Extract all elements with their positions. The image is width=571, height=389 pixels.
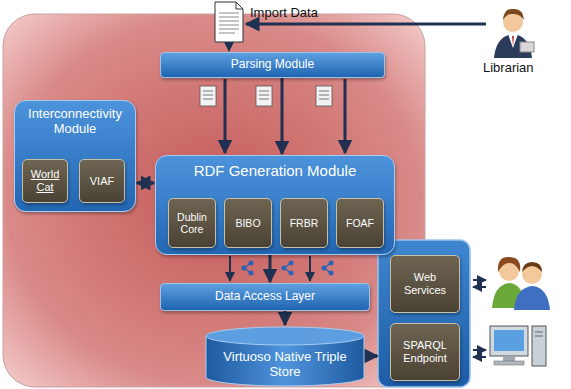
flow-arrow	[137, 182, 154, 185]
module-bar: Data Access Layer	[160, 283, 370, 311]
node-label: World Cat	[23, 168, 67, 193]
node-label: Virtuoso Native Triple Store	[205, 350, 365, 380]
computer-icon	[490, 326, 546, 366]
import-label: Import Data	[250, 5, 318, 20]
node-label: Parsing Module	[228, 58, 317, 72]
document-icon	[215, 2, 243, 42]
flow-arrow	[269, 255, 272, 282]
module-title: Interconnectivity Module	[15, 107, 135, 137]
node-label: FRBR	[287, 217, 322, 229]
interface-box: SPARQL Endpoint	[390, 323, 460, 381]
node-label: Data Access Layer	[212, 290, 318, 304]
node-label: FOAF	[343, 217, 377, 229]
store-to-panel-arrow	[366, 354, 377, 358]
librarian-icon	[494, 9, 534, 58]
node-label: SPARQL Endpoint	[391, 339, 459, 364]
flow-arrow	[281, 78, 284, 154]
flow-arrow	[284, 311, 287, 325]
node-label: Dublin Core	[169, 211, 215, 235]
vocabulary-box: BIBO	[224, 198, 272, 248]
service-box: VIAF	[79, 159, 125, 203]
vocabulary-box: FRBR	[280, 198, 328, 248]
binary-doc-icons	[200, 86, 332, 106]
access-side-arrows	[230, 256, 310, 281]
interface-box: Web Services	[390, 255, 460, 313]
actor-label: Librarian	[483, 60, 534, 75]
client-arrows	[473, 280, 486, 357]
parse-side-arrows	[225, 79, 345, 153]
access-panel	[378, 240, 470, 387]
database-cylinder: Virtuoso Native Triple Store	[205, 326, 365, 387]
parse-arrow	[228, 43, 230, 51]
module-bar: Parsing Module	[160, 52, 385, 78]
vocabulary-box: Dublin Core	[168, 198, 216, 248]
system-region	[3, 14, 425, 387]
vocabulary-box: FOAF	[336, 198, 384, 248]
node-label: Web Services	[391, 271, 459, 296]
rdf-graph-icons	[242, 261, 333, 275]
service-box: World Cat	[22, 159, 68, 203]
import-arrow	[246, 23, 486, 26]
module-box: RDF Generation ModuleDublin Core BIBO FRBR…	[155, 155, 395, 255]
node-label: VIAF	[87, 175, 117, 188]
module-box: Interconnectivity ModuleWorld Cat VIAF	[14, 100, 136, 212]
module-title: RDF Generation Module	[191, 162, 360, 179]
node-label: BIBO	[232, 217, 263, 229]
users-icon	[492, 257, 550, 310]
